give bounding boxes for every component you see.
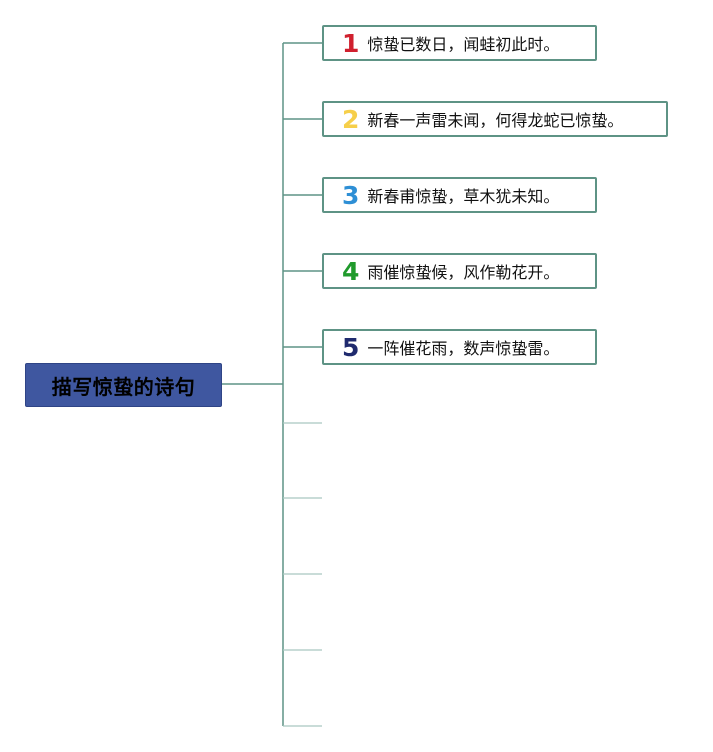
number-badge-5: 5 [342, 332, 360, 362]
root-topic[interactable]: 描写惊蛰的诗句 [25, 363, 222, 407]
child-topic-3-text: 新春甫惊蛰，草木犹未知。 [367, 187, 560, 206]
child-topic-1-text: 惊蛰已数日，闻蛙初此时。 [367, 35, 560, 54]
child-topic-1[interactable]: 1 惊蛰已数日，闻蛙初此时。 [322, 25, 597, 61]
number-badge-3: 3 [342, 180, 360, 210]
child-topic-2[interactable]: 2 新春一声雷未闻，何得龙蛇已惊蛰。 [322, 101, 668, 137]
child-topic-2-text: 新春一声雷未闻，何得龙蛇已惊蛰。 [367, 111, 624, 130]
number-badge-4: 4 [342, 256, 360, 286]
child-topic-3[interactable]: 3 新春甫惊蛰，草木犹未知。 [322, 177, 597, 213]
number-badge-1: 1 [342, 28, 360, 58]
child-topic-4-text: 雨催惊蛰候，风作勒花开。 [367, 263, 560, 282]
child-topic-5-text: 一阵催花雨，数声惊蛰雷。 [367, 339, 560, 358]
root-topic-label: 描写惊蛰的诗句 [51, 374, 196, 399]
child-topic-4[interactable]: 4 雨催惊蛰候，风作勒花开。 [322, 253, 597, 289]
number-badge-2: 2 [342, 104, 360, 134]
child-topic-5[interactable]: 5 一阵催花雨，数声惊蛰雷。 [322, 329, 597, 365]
